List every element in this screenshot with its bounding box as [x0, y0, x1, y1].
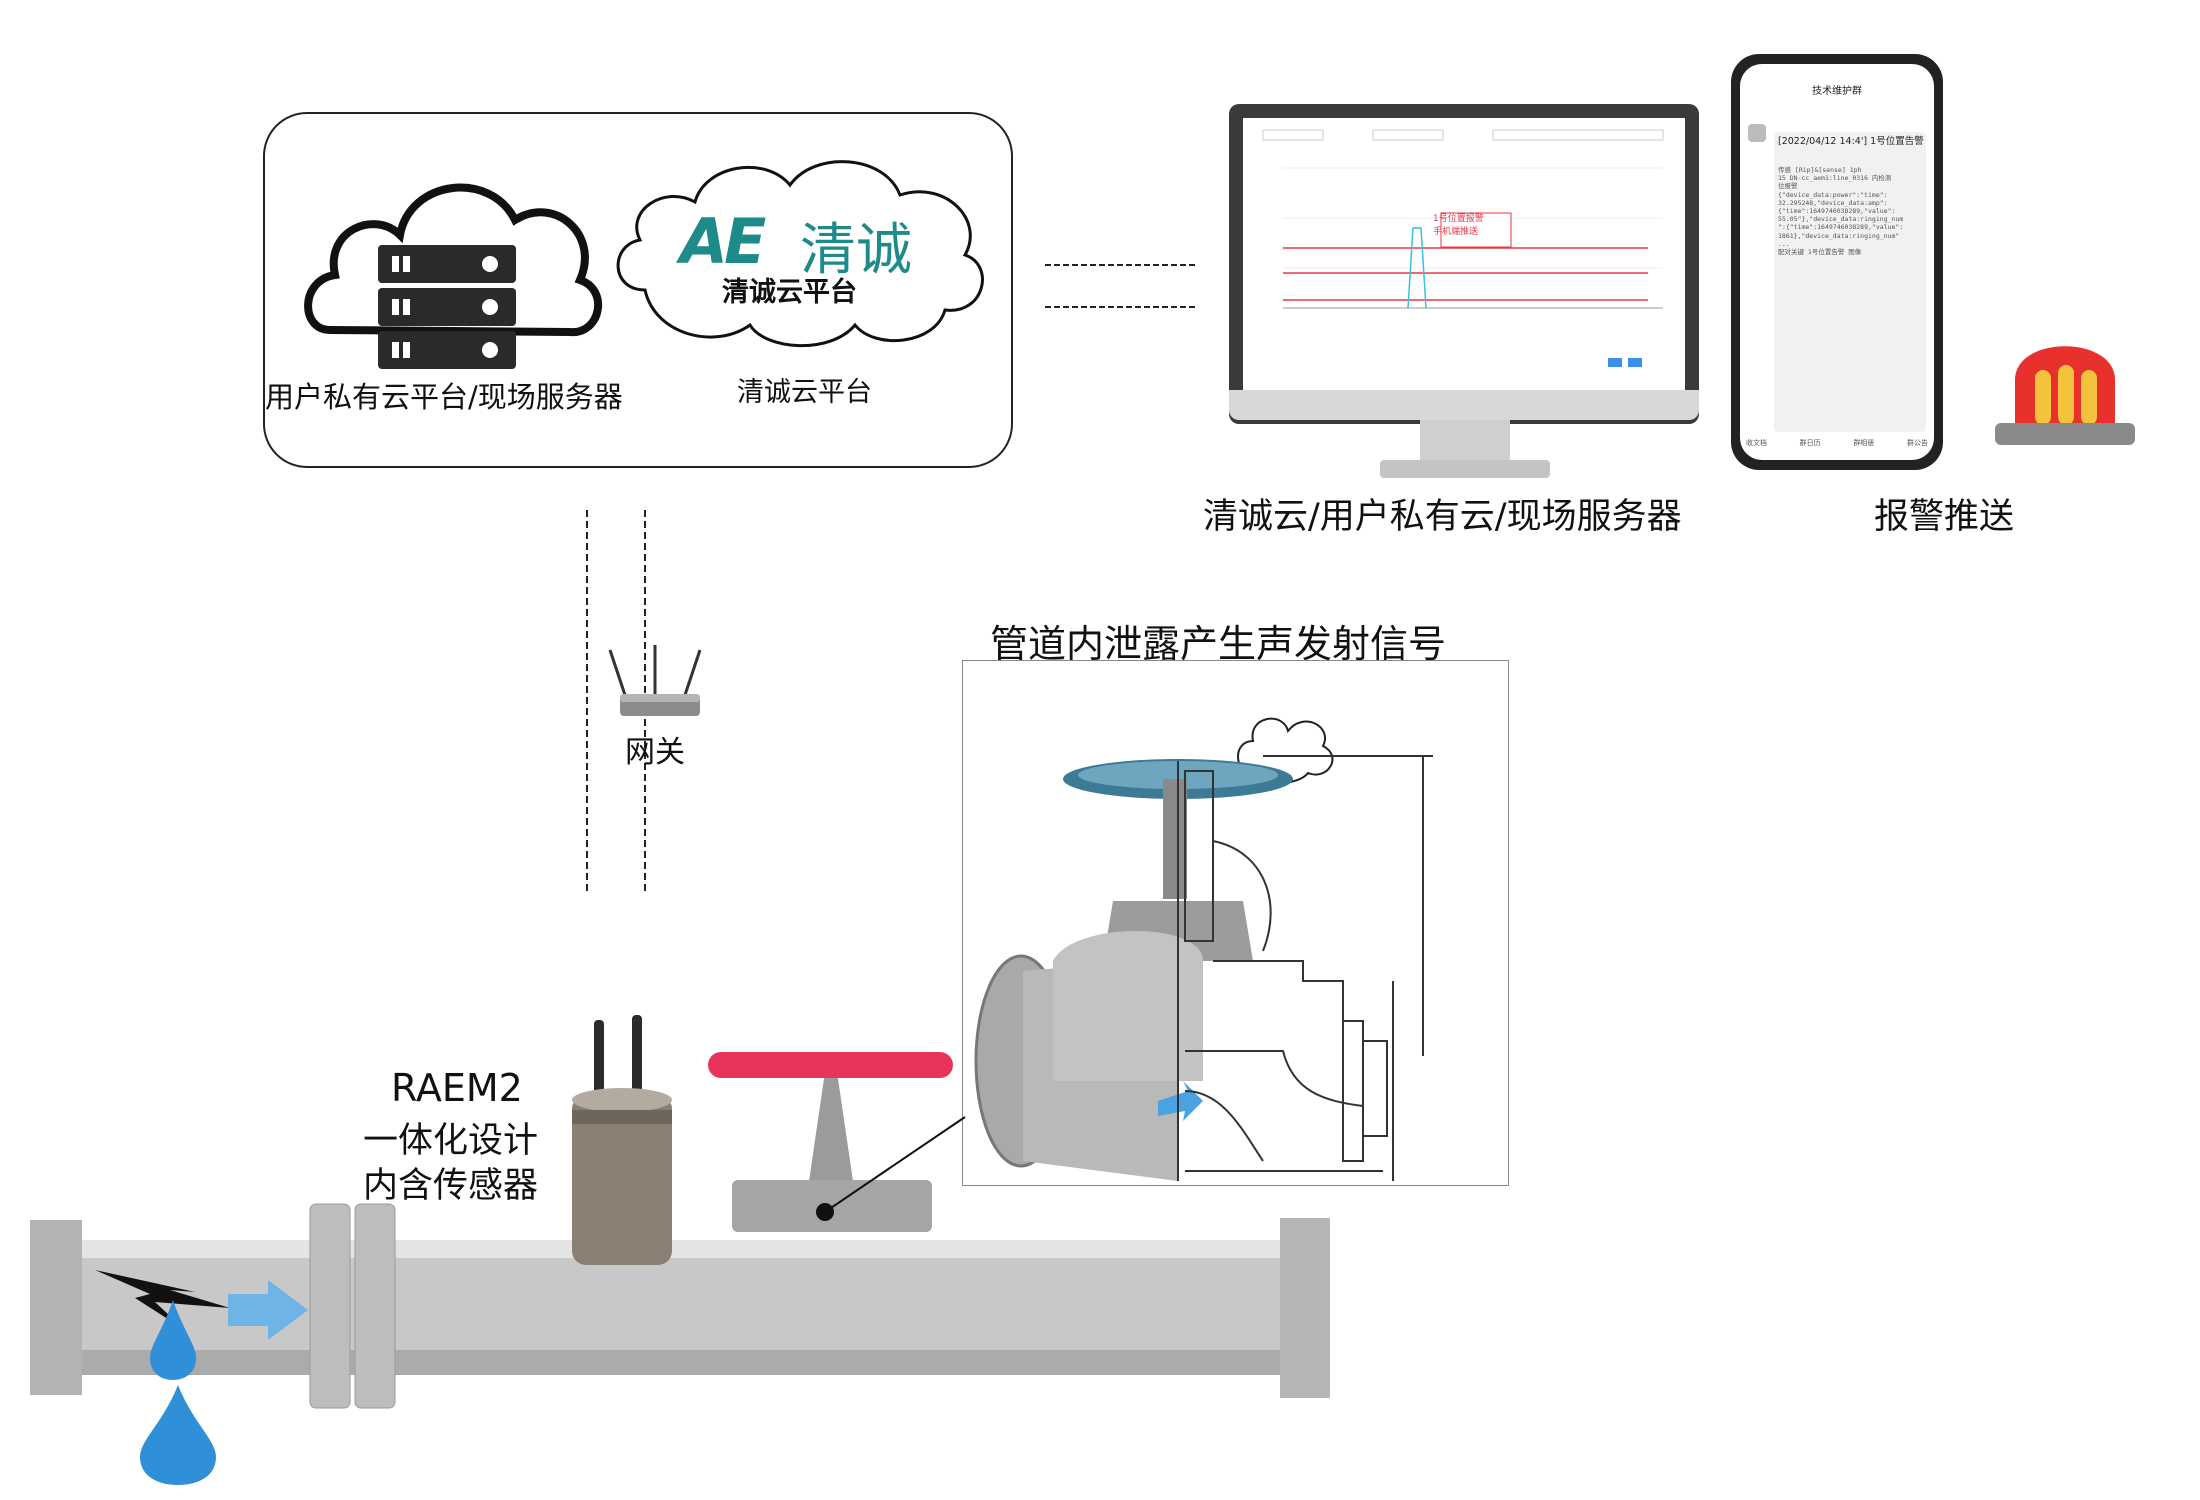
monitor — [1229, 104, 1699, 424]
alert-message-body: 传感 [Rip]&[sense] 1ph 15 DN-cc_aem1:line_… — [1778, 166, 1904, 257]
alert-message-title: [2022/04/12 14:4'] 1号位置告警 — [1778, 136, 1924, 147]
monitor-stand-neck — [1420, 420, 1510, 462]
qingcheng-cloud-icon — [616, 160, 984, 348]
valve-callout-line — [816, 1116, 966, 1221]
valve-cutaway-panel — [962, 660, 1509, 1186]
sensor-feature-line1: 一体化设计 — [363, 1121, 539, 1161]
qingcheng-logo-brand: 清诚 — [800, 218, 912, 283]
water-drop-icon — [150, 1300, 196, 1380]
monitor-chin — [1229, 390, 1699, 420]
cloud-monitor-connector — [1045, 264, 1195, 308]
sensor-feature-line2: 内含传感器 — [363, 1166, 539, 1206]
valve-cutaway-illustration — [974, 717, 1433, 1181]
phone-screen: 技术维护群 [2022/04/12 14:4'] 1号位置告警 传感 [Rip]… — [1740, 64, 1934, 460]
monitor-screen — [1243, 118, 1685, 390]
pipe-valve-handle — [708, 1052, 953, 1078]
raem2-sensor-icon — [572, 1015, 672, 1265]
tab-files[interactable]: 收文档 — [1746, 439, 1767, 447]
alarm-label: 报警推送 — [1874, 497, 2015, 537]
tab-notice[interactable]: 群公告 — [1906, 439, 1928, 447]
private-cloud-label: 用户私有云平台/现场服务器 — [265, 380, 623, 414]
monitor-chart-screen — [1243, 118, 1685, 390]
lightning-icon — [95, 1270, 230, 1330]
qingcheng-platform-label: 清诚云平台 — [737, 377, 872, 408]
qingcheng-logo-sub: 清诚云平台 — [722, 277, 857, 308]
alarm-beacon-icon — [1995, 346, 2135, 445]
monitor-stand-base — [1380, 460, 1550, 478]
flow-arrow-icon — [228, 1280, 308, 1340]
water-drop-large-icon — [140, 1385, 216, 1485]
tab-calendar[interactable]: 群日历 — [1799, 439, 1821, 447]
server-stack-icon — [392, 256, 498, 358]
tab-album[interactable]: 群相册 — [1853, 439, 1875, 447]
chart-alert-line1: 1号位置报警 — [1433, 214, 1484, 224]
phone-chat-header: 技术维护群 — [1812, 86, 1862, 97]
monitor-label: 清诚云/用户私有云/现场服务器 — [1203, 497, 1682, 537]
phone: 技术维护群 [2022/04/12 14:4'] 1号位置告警 传感 [Rip]… — [1731, 54, 1943, 470]
sensor-model-label: RAEM2 — [391, 1066, 523, 1110]
gateway-label: 网关 — [625, 735, 685, 770]
chart-alert-line2: 手机端推送 — [1433, 227, 1479, 237]
phone-tab-bar: 收文档 群日历 群相册 群公告 — [1746, 438, 1928, 448]
pipe-valve-body — [732, 1180, 932, 1232]
gateway-router-icon — [608, 645, 702, 716]
qingcheng-logo-mark: AE — [680, 205, 766, 278]
valve-title: 管道内泄露产生声发射信号 — [990, 622, 1447, 666]
bot-avatar — [1748, 124, 1766, 142]
